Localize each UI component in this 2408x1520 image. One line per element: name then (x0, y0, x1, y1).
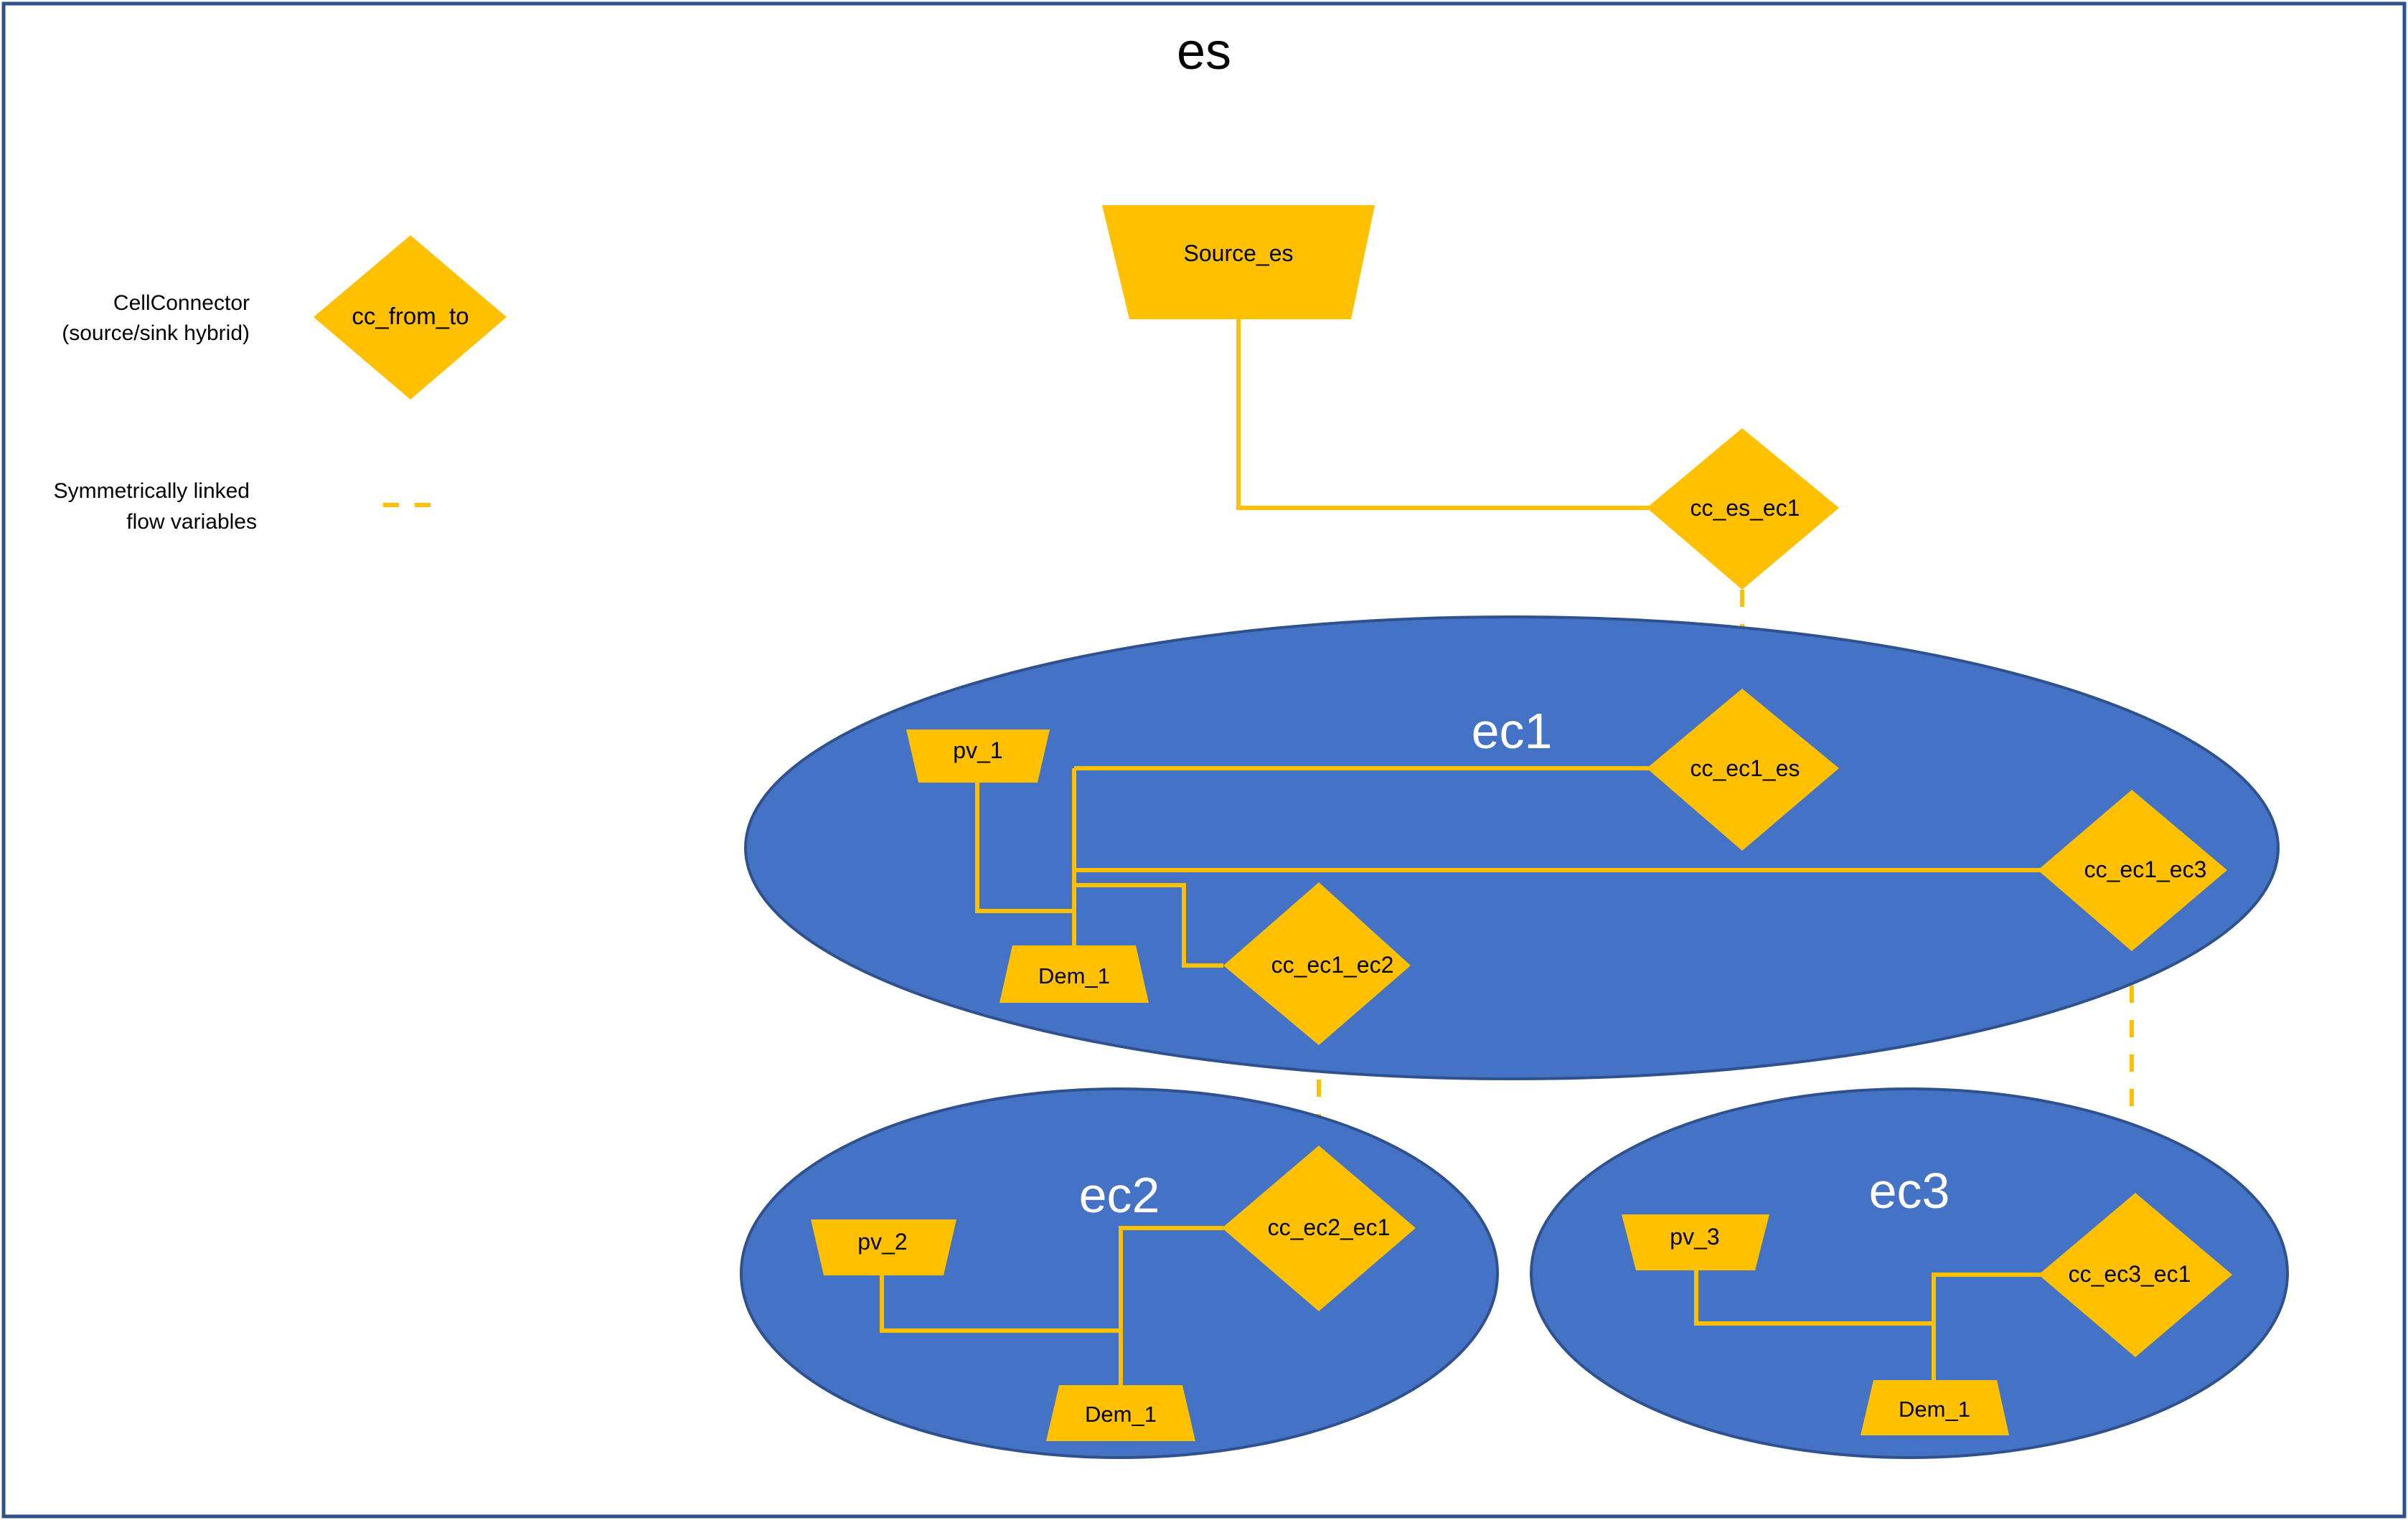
cc-ec1-es-node[interactable] (1647, 689, 1839, 851)
wire-ec3-bus (1932, 1273, 2041, 1380)
legend-cellconnector-symbol-label: cc_from_to (352, 303, 469, 329)
cc-ec2-ec1-node[interactable] (1222, 1146, 1416, 1311)
cc-ec1-ec3-node[interactable] (2038, 790, 2227, 951)
wire-bus-cc-ec1-ec2 (1074, 883, 1223, 968)
pv-1-node[interactable] (906, 730, 1050, 783)
dem-1-ec3-label: Dem_1 (1899, 1397, 1970, 1422)
pv-3-label: pv_3 (1670, 1224, 1719, 1250)
cell-ec3: ec3 pv_3 Dem_1 cc_ec3_ec1 (1530, 1087, 2289, 1459)
wire-pv2-dem1 (880, 1275, 1121, 1333)
cc-ec3-ec1-label: cc_ec3_ec1 (2069, 1261, 2191, 1287)
wire-ec2-bus (1119, 1226, 1223, 1385)
cc-ec2-ec1-label: cc_ec2_ec1 (1268, 1214, 1391, 1240)
pv-2-label: pv_2 (857, 1229, 907, 1255)
pv-1-label: pv_1 (953, 737, 1002, 763)
legend: CellConnector (source/sink hybrid) cc_fr… (54, 235, 507, 534)
source-es-label: Source_es (1184, 240, 1294, 266)
pv-2-node[interactable] (811, 1219, 956, 1275)
cc-ec1-ec2-label: cc_ec1_ec2 (1271, 952, 1394, 978)
cell-ec2: ec2 pv_2 Dem_1 cc_ec2_ec1 (740, 1087, 1499, 1459)
cc-ec1-ec2-node[interactable] (1223, 882, 1411, 1045)
legend-cellconnector-label: CellConnector (113, 291, 250, 315)
cc-ec1-es-label: cc_ec1_es (1690, 755, 1800, 781)
pv-3-node[interactable] (1622, 1214, 1769, 1270)
legend-linked-sublabel: flow variables (126, 510, 257, 534)
legend-cellconnector-symbol (314, 235, 507, 400)
cell-ec1: ec1 pv_1 Dem_1 cc_ec1_es cc_ec1_ec3 cc_e… (744, 615, 2280, 1080)
system-title: es (1177, 23, 1231, 80)
legend-cellconnector-sublabel: (source/sink hybrid) (62, 321, 250, 345)
cell-ec1-label: ec1 (1472, 703, 1553, 759)
dem-1-ec2-node[interactable] (1046, 1385, 1195, 1441)
cell-ec2-label: ec2 (1079, 1167, 1160, 1223)
dem-1-ec2-label: Dem_1 (1085, 1402, 1157, 1427)
cc-es-ec1-node[interactable] (1647, 428, 1839, 590)
link-source-es-to-cc-es-ec1 (1236, 319, 1650, 510)
cc-ec3-ec1-node[interactable] (2038, 1193, 2232, 1357)
cell-ec3-ellipse (1530, 1087, 2289, 1459)
cell-ec3-label: ec3 (1869, 1163, 1950, 1219)
source-es-node[interactable] (1102, 205, 1375, 319)
legend-linked-label: Symmetrically linked (54, 479, 250, 503)
cc-ec1-ec3-label: cc_ec1_ec3 (2084, 856, 2207, 882)
wire-pv3-dem1 (1694, 1270, 1934, 1326)
dem-1-ec1-node[interactable] (1000, 945, 1149, 1003)
dem-1-ec3-node[interactable] (1861, 1380, 2009, 1435)
cc-es-ec1-label: cc_es_ec1 (1690, 495, 1800, 521)
dem-1-ec1-label: Dem_1 (1038, 963, 1110, 988)
